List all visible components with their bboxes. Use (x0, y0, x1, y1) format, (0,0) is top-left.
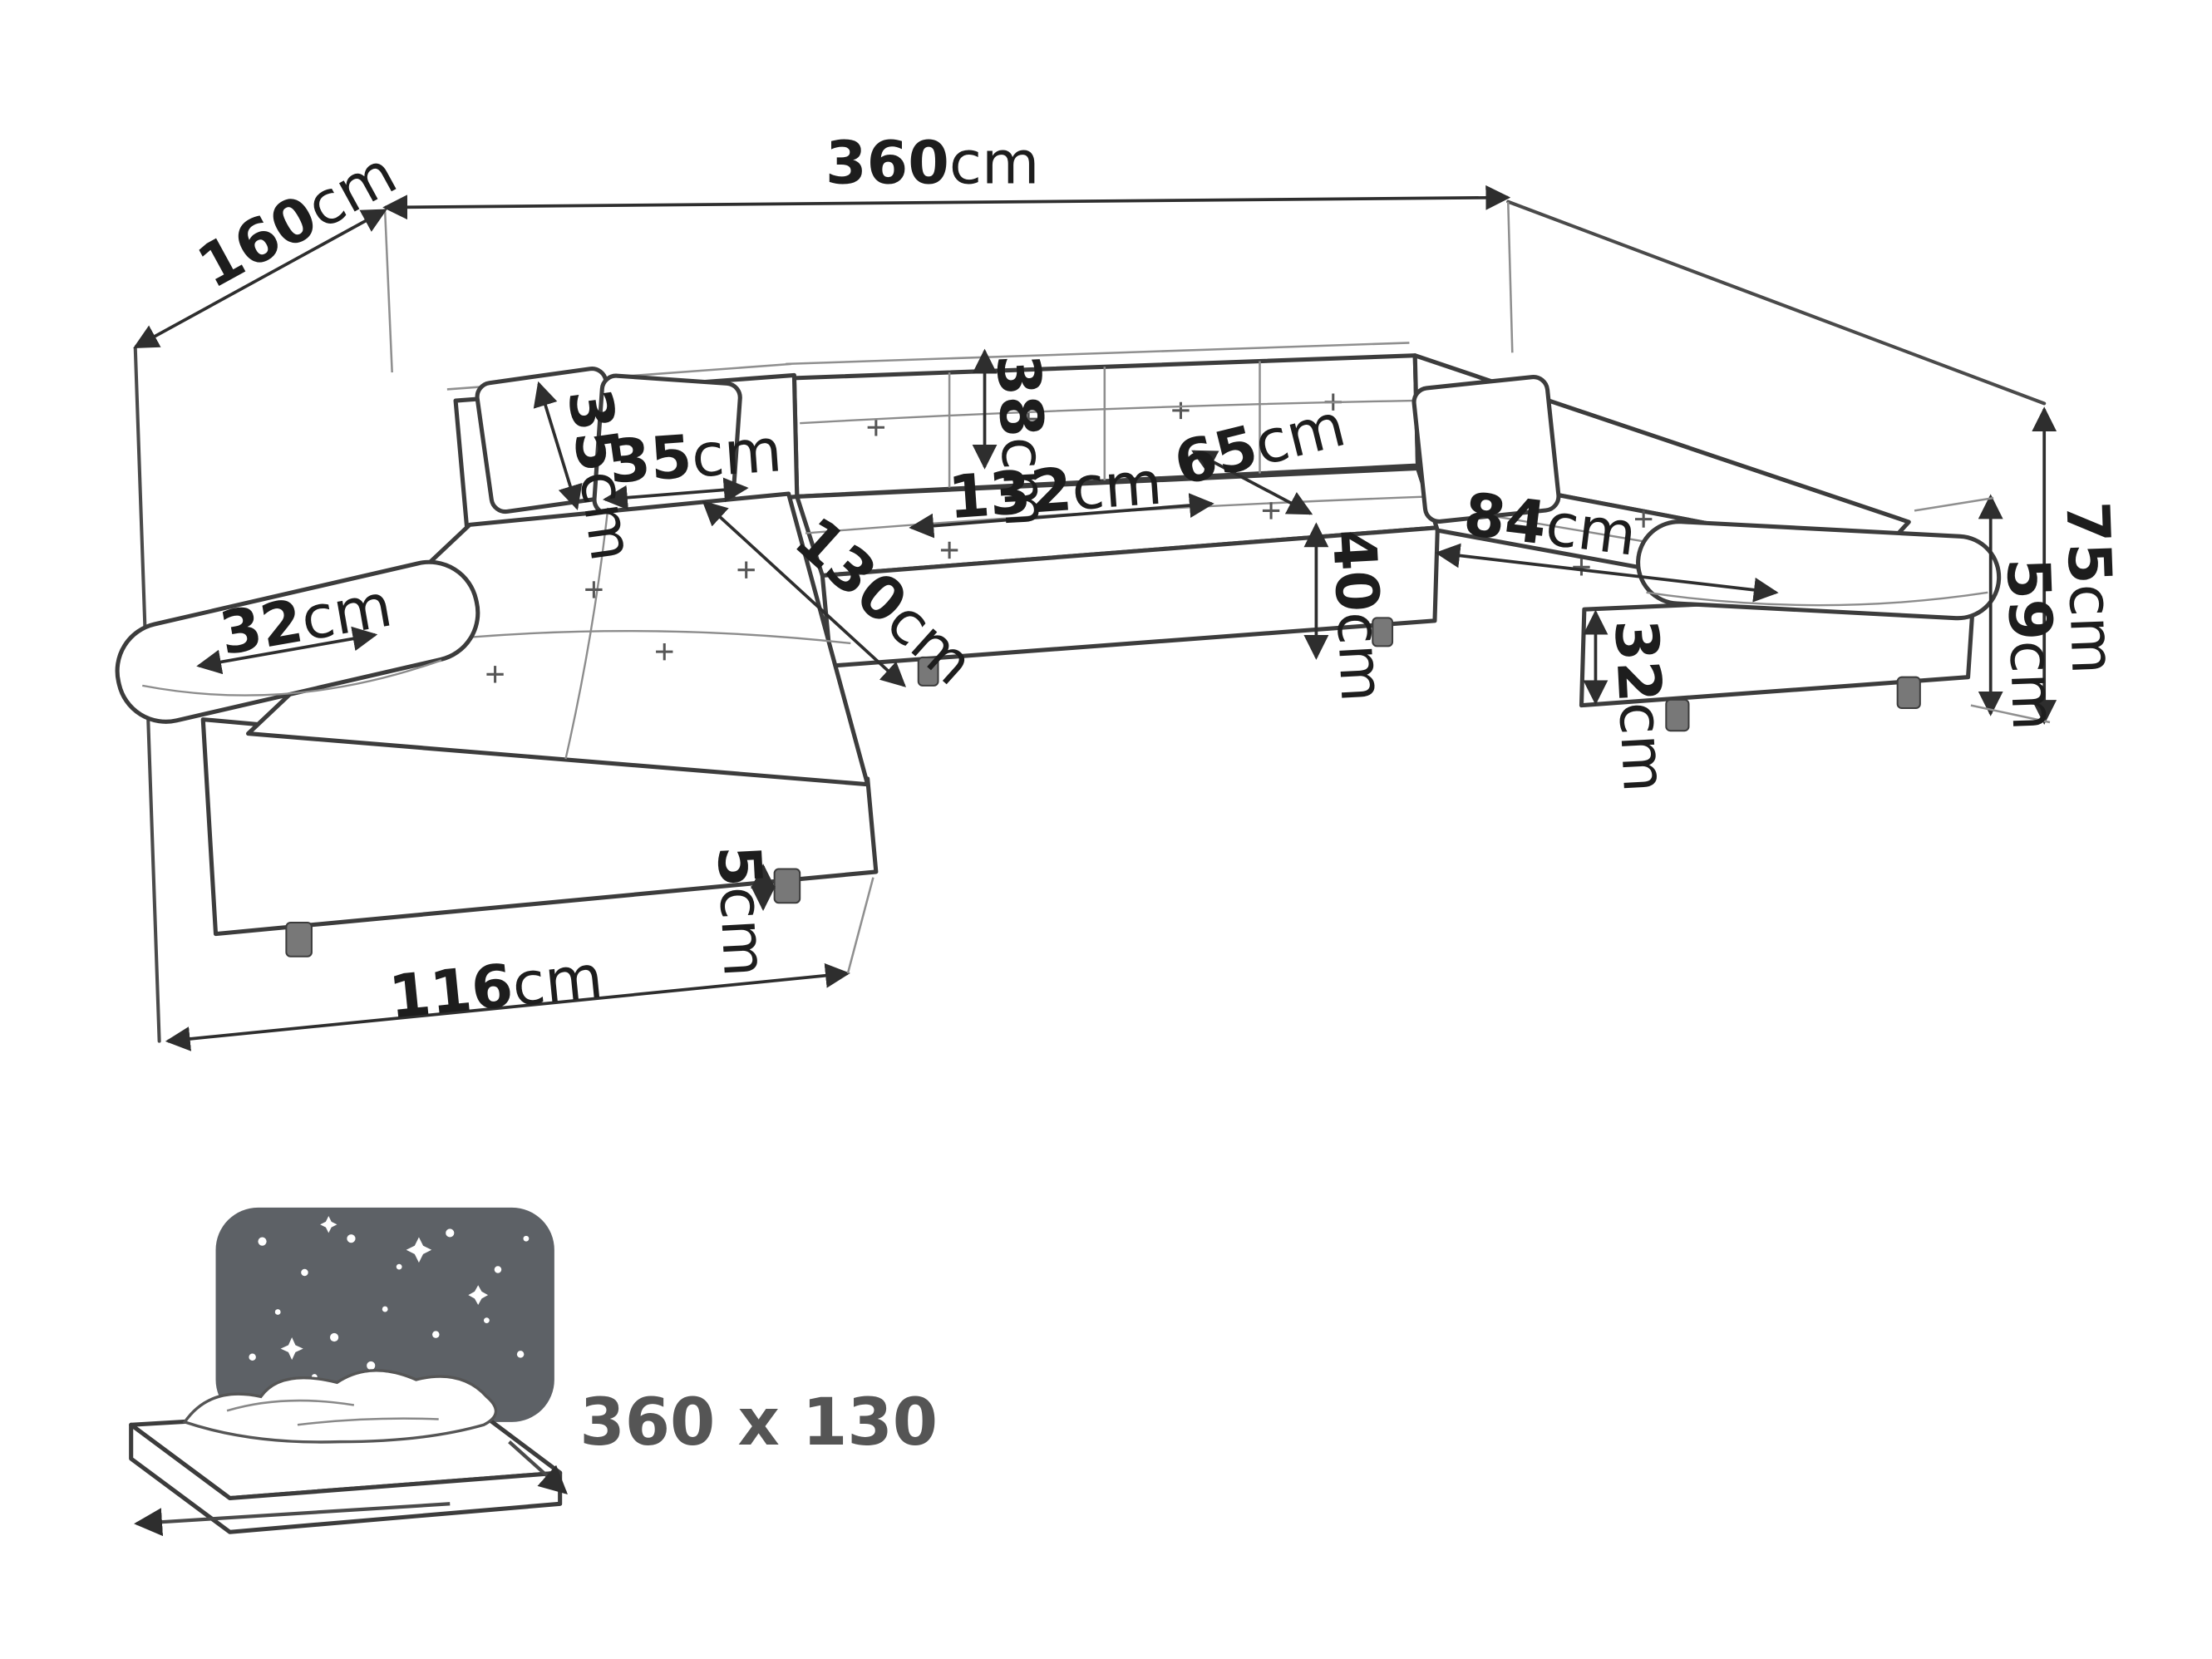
dim-value: 59 (1993, 557, 2065, 642)
backrest-top-strip (786, 342, 1410, 366)
left-leg-a (285, 922, 313, 957)
dim-label-total-width: 360cm (825, 129, 1039, 198)
dim-unit: cm (1070, 449, 1165, 524)
dim-label-total-depth: 160cm (186, 138, 407, 301)
dim-unit: cm (566, 466, 647, 565)
dim-line-chaise-130 (702, 500, 906, 687)
night-sky-panel (215, 1207, 554, 1422)
middle-seat-tufts (940, 502, 1280, 559)
dim-label-armrest-32-left: 32cm (214, 570, 397, 668)
dim-label-right-seat-84: 84cm (1461, 480, 1640, 569)
dim-value: 35 (607, 422, 694, 497)
dim-label-pillow-b: 35cm (607, 416, 784, 496)
dim-line-seat-depth-65 (1191, 450, 1313, 515)
dim-unit: cm (1542, 490, 1640, 569)
back-wall-right-corner-line (1506, 201, 1514, 353)
pillow-right (1411, 375, 1561, 524)
dim-label-seat-height-40: 40cm (1319, 528, 1397, 704)
dim-unit: cm (2056, 583, 2128, 675)
dim-line-middle-width-132 (909, 493, 1214, 539)
extension-line-armrest-top (1914, 496, 1994, 512)
dim-unit: cm (1997, 639, 2069, 731)
dim-line-armrest-32-left (196, 626, 378, 675)
extension-line-left-front (846, 877, 874, 974)
dim-value: 40 (1319, 528, 1392, 613)
right-wall-edge (1506, 199, 2047, 406)
dim-value: 32 (214, 586, 308, 668)
dim-line-total-depth (133, 209, 387, 349)
back-wall-left-corner-line (383, 211, 393, 373)
dim-value: 116 (386, 951, 515, 1031)
dim-unit: cm (296, 570, 397, 654)
dim-value: 5 (704, 844, 775, 889)
dim-value: 35 (554, 385, 634, 476)
dim-unit: cm (689, 416, 784, 490)
duvet (182, 1369, 498, 1444)
sleeping-function-icon: 360 x 130 (129, 1207, 938, 1537)
dim-unit: cm (1605, 700, 1679, 794)
backrest-seam (800, 399, 1412, 425)
middle-leg-left (917, 656, 939, 687)
dim-label-pillow-a: 35cm (554, 385, 647, 565)
right-leg-a (1665, 698, 1690, 732)
dim-value: 32 (1601, 618, 1674, 703)
dim-value: 75 (2052, 500, 2124, 585)
dimension-lines (133, 185, 2057, 1051)
dimension-labels: 360cm 160cm 38cm 35cm 35cm 65cm 132cm 84… (186, 129, 2127, 1032)
bed-width-arrow (134, 1502, 451, 1537)
dim-unit: cm (949, 129, 1040, 198)
dim-value: 84 (1461, 480, 1551, 558)
dim-value: 132 (946, 455, 1074, 532)
dim-label-back-cushion-38: 38cm (983, 352, 1062, 529)
bed-depth-arrow (508, 1440, 568, 1494)
middle-leg-right (1372, 617, 1394, 647)
bed-with-stars-icon (129, 1207, 568, 1537)
dim-line-pillow-a (533, 381, 583, 510)
dim-unit: cm (706, 884, 780, 978)
dim-line-total-width (382, 185, 1511, 220)
dim-label-middle-width-132: 132cm (946, 449, 1165, 533)
dim-unit: cm (1323, 610, 1397, 704)
dim-line-right-seat-84 (1435, 543, 1779, 603)
left-armrest-edge (142, 659, 442, 697)
extension-line-floor-right (1970, 704, 2051, 724)
dim-label-armrest-height-59: 59cm (1993, 557, 2068, 732)
left-seat-seam-v (564, 507, 609, 760)
dim-line-pillow-b (602, 477, 749, 510)
dim-label-right-front-32: 32cm (1601, 618, 1679, 794)
dim-label-leg-5: 5cm (704, 844, 780, 978)
dim-unit: cm (988, 435, 1062, 529)
dim-unit: cm (509, 942, 605, 1019)
dim-label-left-width-116: 116cm (386, 942, 605, 1031)
dim-line-left-width-116 (165, 962, 850, 1051)
dim-label-back-height-75: 75cm (2052, 500, 2127, 676)
dim-value: 360 (825, 129, 949, 198)
duvet-creases (226, 1399, 439, 1426)
left-leg-b (773, 868, 801, 904)
mattress-base (129, 1422, 563, 1534)
dim-value: 38 (983, 352, 1057, 438)
sleeping-size-label: 360 x 130 (579, 1386, 938, 1460)
right-leg-b (1896, 676, 1921, 710)
